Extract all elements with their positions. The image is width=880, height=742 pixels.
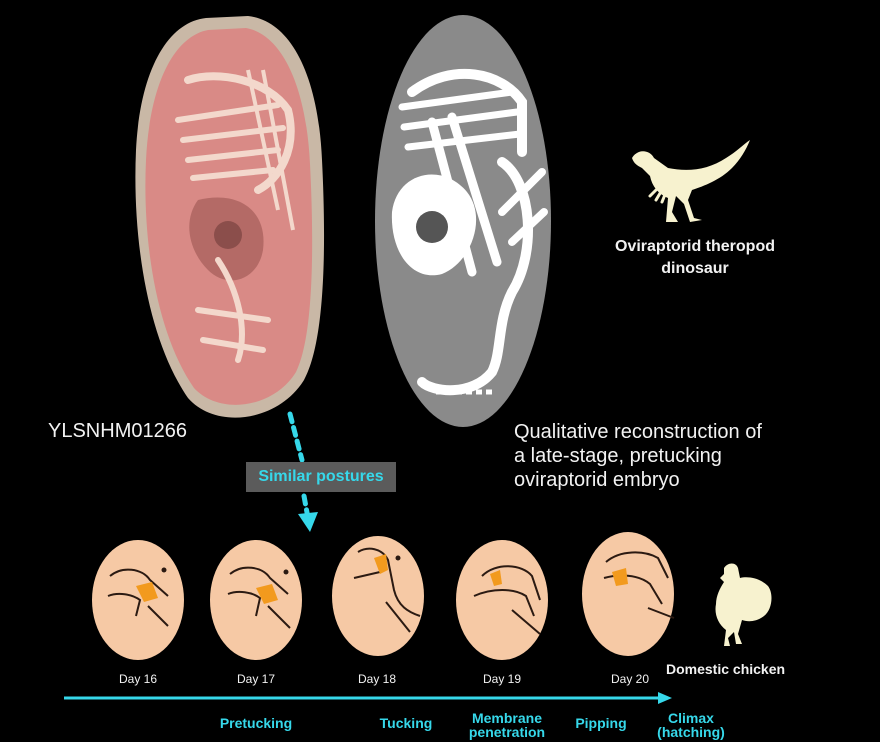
embryo-egg-day-19 xyxy=(456,540,548,660)
dinosaur-silhouette-icon xyxy=(632,140,750,222)
day-label-19: Day 19 xyxy=(482,672,522,686)
day-label-17: Day 17 xyxy=(236,672,276,686)
embryo-egg-day-16 xyxy=(92,540,184,660)
embryo-reconstruction-drawing xyxy=(375,15,551,427)
fossil-egg-photo xyxy=(135,16,325,418)
embryo-egg-day-17 xyxy=(210,540,302,660)
reconstruction-caption: Qualitative reconstruction of a late-sta… xyxy=(514,421,762,491)
stage-label-climax-hatching: Climax (hatching) xyxy=(657,710,725,740)
stage-label-pretucking: Pretucking xyxy=(219,715,293,731)
embryo-egg-day-18 xyxy=(332,536,424,656)
similar-postures-label: Similar postures xyxy=(246,462,396,492)
day-label-20: Day 20 xyxy=(610,672,650,686)
chicken-silhouette-icon xyxy=(715,563,772,646)
embryo-egg-day-20 xyxy=(582,532,675,656)
day-label-18: Day 18 xyxy=(357,672,397,686)
similar-postures-arrow xyxy=(287,411,318,532)
stage-label-membrane-penetration: Membrane penetration xyxy=(468,710,546,740)
domestic-chicken-label: Domestic chicken xyxy=(666,661,786,677)
stage-label-pipping: Pipping xyxy=(575,715,627,731)
specimen-id: YLSNHM01266 xyxy=(48,420,187,442)
day-label-16: Day 16 xyxy=(118,672,158,686)
stage-label-tucking: Tucking xyxy=(379,715,433,731)
timeline-arrow xyxy=(64,692,672,704)
dinosaur-label: Oviraptorid theropod dinosaur xyxy=(615,238,775,277)
